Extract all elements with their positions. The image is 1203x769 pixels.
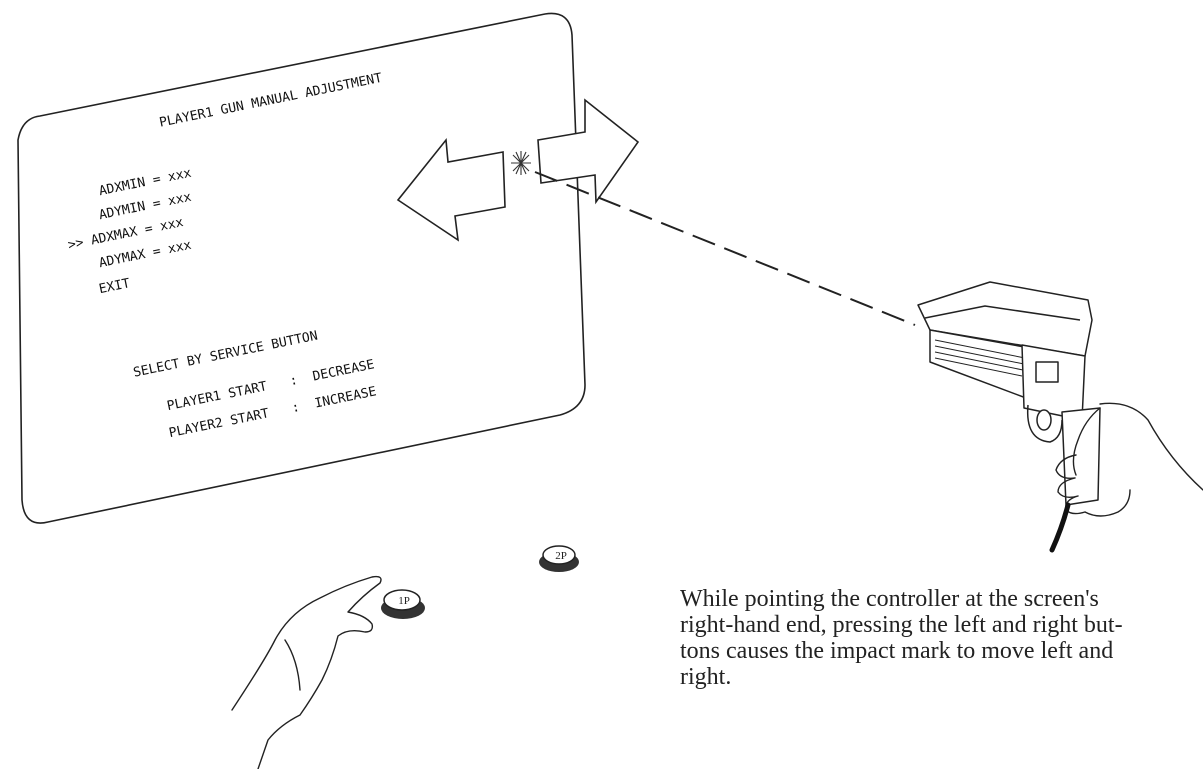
left-hand-icon: [231, 575, 382, 769]
caption-line: right.: [680, 664, 732, 690]
light-gun-icon: [917, 281, 1101, 506]
instruction-action: INCREASE: [313, 384, 378, 412]
player1-button-label: 1P: [398, 595, 410, 607]
left-arrow-icon: [396, 137, 506, 242]
impact-mark-icon: [511, 151, 531, 175]
player2-start-button[interactable]: 2P: [539, 545, 579, 572]
instruction-key: PLAYER2 START: [167, 406, 271, 442]
menu-item-label: EXIT: [97, 276, 132, 298]
menu-item-value: xxx: [166, 237, 193, 258]
caption: While pointing the controller at the scr…: [680, 586, 1192, 690]
caption-line: tons causes the impact mark to move left…: [680, 638, 1114, 664]
aim-line: [534, 171, 916, 326]
caption-line: right-hand end, pressing the left and ri…: [680, 612, 1123, 638]
monitor-screen: [17, 12, 586, 524]
gun-cable: [1049, 502, 1071, 553]
right-hand-icon: [1055, 402, 1203, 517]
player1-start-button[interactable]: 1P: [381, 589, 425, 619]
player2-button-label: 2P: [555, 550, 567, 562]
caption-line: While pointing the controller at the scr…: [680, 586, 1099, 612]
instruction-separator: :: [290, 399, 302, 417]
right-arrow-icon: [537, 98, 640, 205]
